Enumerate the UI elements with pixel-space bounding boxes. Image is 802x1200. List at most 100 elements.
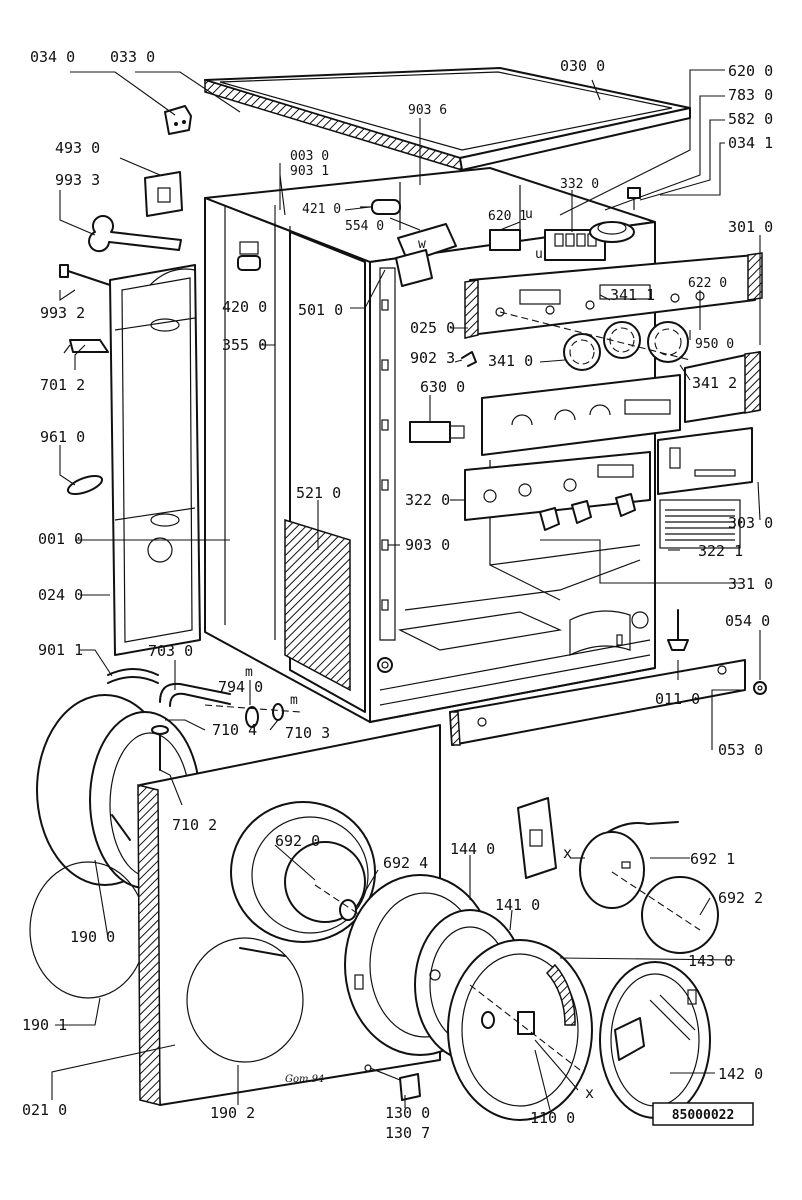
label-7030: 703 0 <box>148 642 193 660</box>
doc-code: 85000022 <box>672 1108 735 1123</box>
label-9933: 993 3 <box>55 171 100 189</box>
part-labels: 034 0 033 0 030 0 620 0 783 0 582 0 034 … <box>22 48 773 1142</box>
knob-panel-3220 <box>464 451 651 531</box>
label-6300: 630 0 <box>420 378 465 396</box>
label-6921: 692 1 <box>690 850 735 868</box>
label-6201: 620 1 <box>488 209 527 224</box>
label-0210: 021 0 <box>22 1101 67 1119</box>
valve-6300 <box>409 421 465 443</box>
label-1307: 130 7 <box>385 1124 430 1142</box>
label-7103: 710 3 <box>285 724 330 742</box>
label-4930: 493 0 <box>55 139 100 157</box>
hose-7030 <box>159 682 231 707</box>
label-x1: x <box>563 844 572 862</box>
label-9500: 950 0 <box>695 337 734 352</box>
clip-9023 <box>461 351 477 367</box>
doc-code-box: 85000022 <box>652 1102 754 1126</box>
label-7012: 701 2 <box>40 376 85 394</box>
label-0540: 054 0 <box>725 612 770 630</box>
label-3550: 355 0 <box>222 336 267 354</box>
label-9031: 903 1 <box>290 164 329 179</box>
label-3221: 322 1 <box>698 542 743 560</box>
leader-lines <box>51 69 761 1111</box>
screw-0540 <box>753 681 767 695</box>
door-outer-1420 <box>599 961 711 1119</box>
label-0530: 053 0 <box>718 741 763 759</box>
label-9932: 993 2 <box>40 304 85 322</box>
label-5820: 582 0 <box>728 110 773 128</box>
screw-0341 <box>627 187 641 210</box>
bolt-9932 <box>59 264 111 286</box>
label-3310: 331 0 <box>728 575 773 593</box>
clip-7012 <box>63 339 109 354</box>
label-9011: 901 1 <box>38 641 83 659</box>
label-3410: 341 0 <box>488 352 533 370</box>
label-5010: 501 0 <box>298 301 343 319</box>
label-0240: 024 0 <box>38 586 83 604</box>
label-0300: 030 0 <box>560 57 605 75</box>
parts-7940-7103 <box>204 703 301 728</box>
label-7102: 710 2 <box>172 816 217 834</box>
label-6924: 692 4 <box>383 854 428 872</box>
latch-1300 <box>364 1064 421 1101</box>
rear-frame-0240 <box>109 264 201 656</box>
label-0030: 003 0 <box>290 149 329 164</box>
top-lid <box>204 67 691 172</box>
label-w: w <box>418 237 426 252</box>
label-9036: 903 6 <box>408 103 447 118</box>
label-3320: 332 0 <box>560 177 599 192</box>
label-0330: 033 0 <box>110 48 155 66</box>
label-0110: 011 0 <box>655 690 700 708</box>
label-5210: 521 0 <box>296 484 341 502</box>
label-4210: 421 0 <box>302 202 341 217</box>
drawer-3030 <box>657 427 753 495</box>
label-u2: u <box>535 247 543 262</box>
label-1902: 190 2 <box>210 1104 255 1122</box>
component-4200 <box>237 241 261 271</box>
label-9610: 961 0 <box>40 428 85 446</box>
label-3411: 341 1 <box>610 286 655 304</box>
glass-6921 <box>579 821 679 909</box>
label-1100: 110 0 <box>530 1109 575 1127</box>
hose-9011 <box>107 668 159 684</box>
label-1430: 143 0 <box>688 952 733 970</box>
label-6200: 620 0 <box>728 62 773 80</box>
part-4930 <box>144 171 183 217</box>
pressure-switch-3320 <box>589 221 635 243</box>
label-m1: m <box>245 665 253 680</box>
programmer-block-6200 <box>544 229 606 261</box>
signature: Gom.94 <box>285 1074 324 1085</box>
label-7830: 783 0 <box>728 86 773 104</box>
foot-0110 <box>667 609 689 651</box>
label-0250: 025 0 <box>410 319 455 337</box>
label-1300: 130 0 <box>385 1104 430 1122</box>
label-9023: 902 3 <box>410 349 455 367</box>
label-1410: 141 0 <box>495 896 540 914</box>
label-x2: x <box>585 1084 594 1102</box>
label-1901: 190 1 <box>22 1016 67 1034</box>
label-u1: u <box>525 207 533 222</box>
label-0010: 001 0 <box>38 530 83 548</box>
label-3010: 301 0 <box>728 218 773 236</box>
label-m2: m <box>290 693 298 708</box>
label-7940: 794 0 <box>218 678 263 696</box>
label-card-3221 <box>659 499 741 549</box>
label-3030: 303 0 <box>728 514 773 532</box>
control-panel-0250 <box>464 252 763 339</box>
label-4200: 420 0 <box>222 298 267 316</box>
door-frame-1430 <box>447 939 593 1121</box>
label-9030: 903 0 <box>405 536 450 554</box>
fascia-right-3412 <box>684 351 761 423</box>
label-0340: 034 0 <box>30 48 75 66</box>
control-fascia <box>481 374 681 456</box>
label-1420: 142 0 <box>718 1065 763 1083</box>
relay-6201 <box>489 229 521 251</box>
wrench-9933 <box>88 215 182 253</box>
label-7104: 710 4 <box>212 721 257 739</box>
label-3412: 341 2 <box>692 374 737 392</box>
hinge-1440 <box>517 797 557 879</box>
label-1440: 144 0 <box>450 840 495 858</box>
label-5540: 554 0 <box>345 219 384 234</box>
label-3220: 322 0 <box>405 491 450 509</box>
